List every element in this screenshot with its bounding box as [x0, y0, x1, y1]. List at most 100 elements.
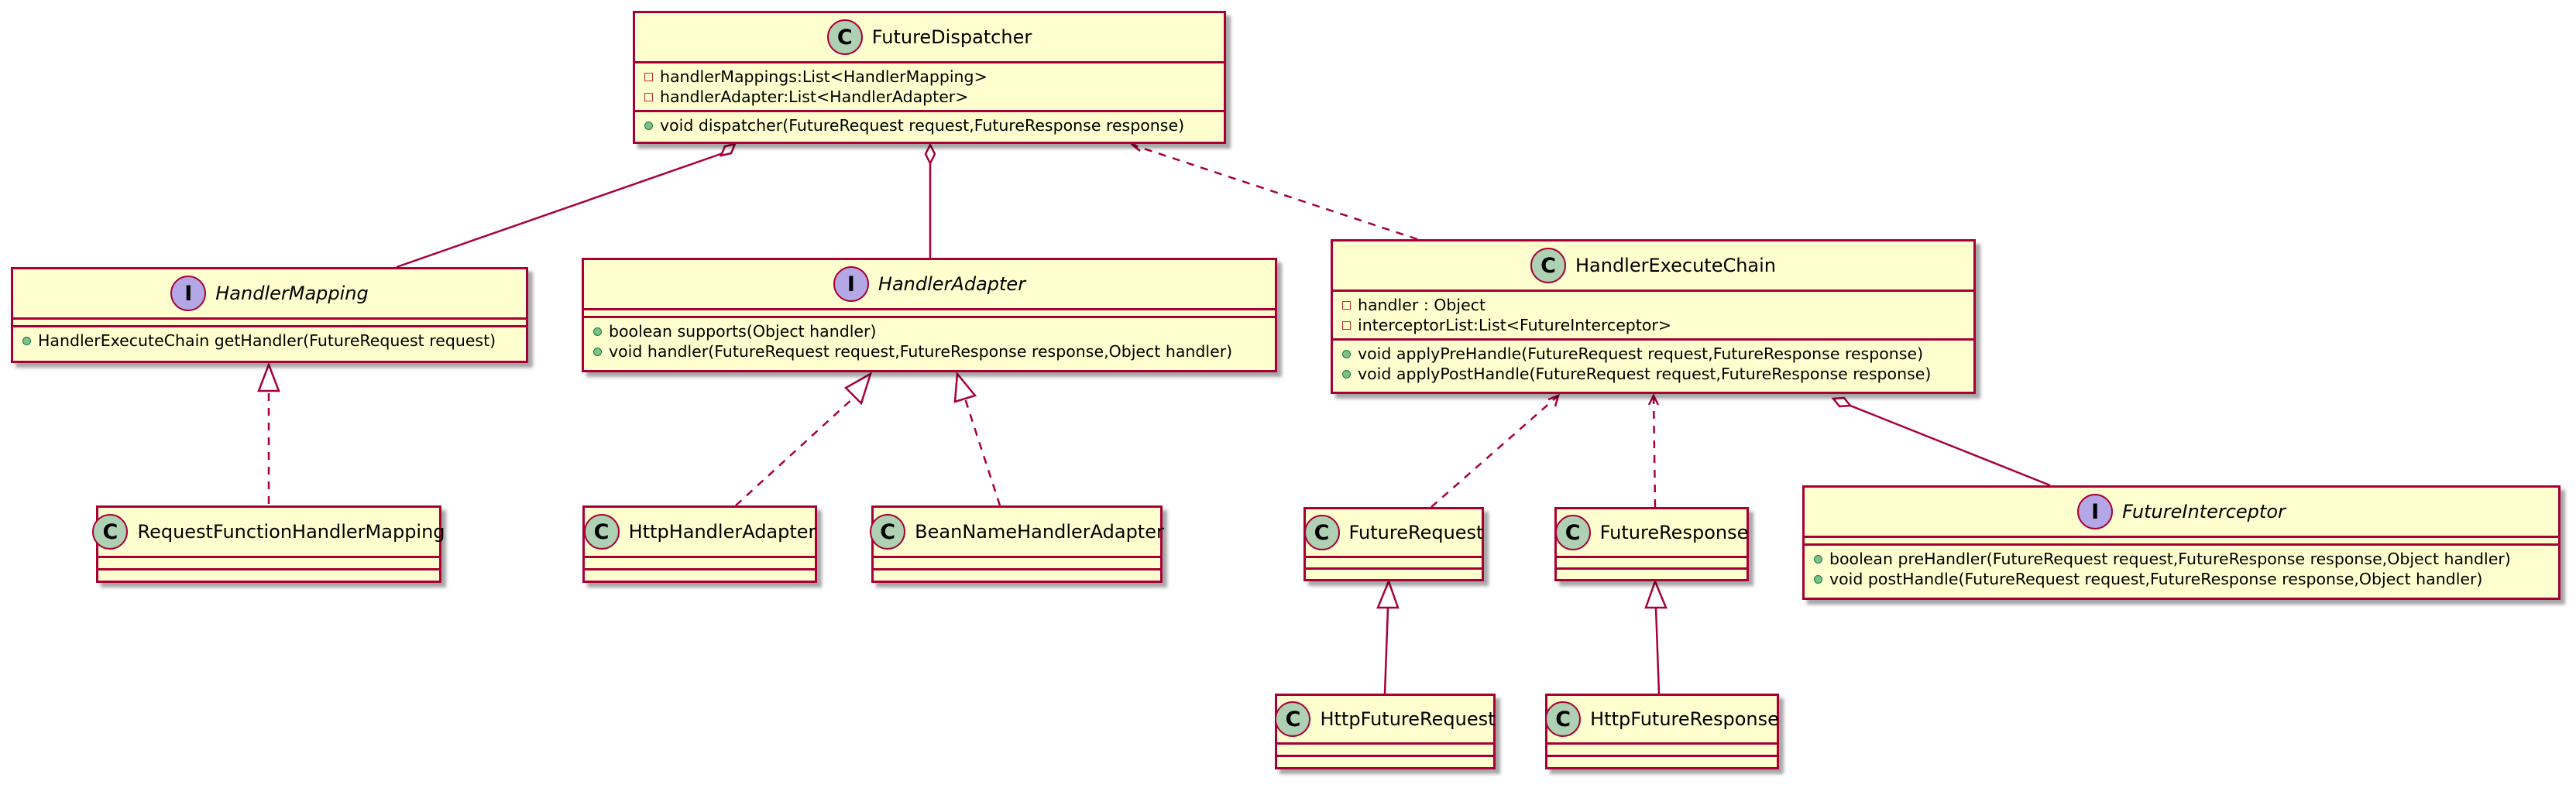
interface-name: HandlerMapping — [215, 283, 369, 304]
interface-handlermapping[interactable]: I HandlerMapping HandlerExecuteChain get… — [11, 267, 528, 363]
public-icon — [593, 347, 602, 356]
aggregation-diamond-icon — [719, 142, 737, 157]
methods-section — [1277, 755, 1493, 767]
public-icon — [22, 336, 31, 345]
class-name: HttpHandlerAdapter — [628, 521, 816, 543]
class-badge-icon: C — [1275, 701, 1311, 737]
class-badge-icon: C — [583, 514, 620, 550]
interface-handleradapter[interactable]: I HandlerAdapter boolean supports(Object… — [582, 258, 1277, 372]
class-beannamehandleradapter[interactable]: C BeanNameHandlerAdapter — [870, 505, 1164, 583]
method-row: boolean supports(Object handler) — [593, 321, 1266, 341]
field-row: handler : Object — [1342, 295, 1964, 315]
generalization-triangle-icon — [1376, 578, 1400, 609]
public-icon — [1814, 574, 1822, 584]
class-name: BeanNameHandlerAdapter — [915, 521, 1164, 543]
methods-section — [585, 568, 815, 581]
generalization-triangle-icon — [1644, 578, 1668, 609]
dependency-futureresponse-chain — [1652, 395, 1657, 508]
methods-section: void dispatcher(FutureRequest request,Fu… — [635, 110, 1224, 139]
methods-section — [1306, 567, 1482, 579]
fields-section — [1805, 536, 2558, 543]
aggregation-diamond-icon — [1831, 396, 1853, 408]
interface-badge-icon: I — [170, 276, 207, 311]
dependency-chain-dispatcher — [1132, 143, 1418, 241]
class-name: FutureResponse — [1599, 522, 1749, 543]
class-badge-icon: C — [826, 19, 863, 55]
class-httpfuturerequest[interactable]: C HttpFutureRequest — [1275, 694, 1496, 769]
private-icon — [644, 92, 653, 101]
class-requestfunctionhandlermapping[interactable]: C RequestFunctionHandlerMapping — [92, 505, 445, 583]
methods-section — [1557, 567, 1747, 579]
class-name: HttpFutureRequest — [1320, 708, 1496, 730]
class-badge-icon: C — [92, 514, 129, 550]
class-badge-icon: C — [1545, 701, 1582, 737]
class-name: HandlerExecuteChain — [1575, 255, 1777, 276]
private-icon — [644, 72, 653, 81]
methods-section: boolean preHandler(FutureRequest request… — [1805, 543, 2558, 592]
method-row: void handler(FutureRequest request,Futur… — [593, 341, 1266, 361]
fields-section — [584, 308, 1275, 316]
public-icon — [644, 121, 653, 130]
fields-section — [98, 556, 439, 568]
method-row: void postHandle(FutureRequest request,Fu… — [1814, 569, 2549, 589]
private-icon — [1342, 300, 1351, 310]
fields-section — [1306, 556, 1482, 567]
methods-section: boolean supports(Object handler) void ha… — [584, 316, 1275, 365]
realization-triangle-icon — [843, 372, 873, 406]
aggregation-diamond-icon — [924, 142, 936, 166]
class-name: FutureRequest — [1348, 522, 1484, 543]
public-icon — [593, 327, 602, 336]
methods-section: void applyPreHandle(FutureRequest reques… — [1333, 338, 1973, 387]
method-row: void dispatcher(FutureRequest request,Fu… — [644, 115, 1214, 135]
class-httpfutureresponse[interactable]: C HttpFutureResponse — [1545, 694, 1779, 769]
dependency-arrowhead-icon — [1647, 393, 1660, 406]
class-futureresponse[interactable]: C FutureResponse — [1554, 507, 1749, 581]
dependency-arrowhead-icon — [1547, 393, 1560, 407]
fields-section — [1557, 556, 1747, 567]
method-row: void applyPreHandle(FutureRequest reques… — [1342, 344, 1964, 364]
class-handlerexecutechain[interactable]: C HandlerExecuteChain handler : Object i… — [1331, 239, 1976, 394]
field-row: handlerMappings:List<HandlerMapping> — [644, 67, 1214, 87]
public-icon — [1814, 554, 1822, 564]
fields-section — [13, 317, 526, 325]
class-badge-icon: C — [870, 514, 906, 550]
class-badge-icon: C — [1303, 515, 1340, 550]
interface-futureinterceptor[interactable]: I FutureInterceptor boolean preHandler(F… — [1802, 485, 2561, 600]
methods-section — [98, 568, 439, 581]
realization-beanname-handleradapter — [963, 398, 1001, 506]
private-icon — [1342, 320, 1351, 330]
class-name: FutureDispatcher — [871, 26, 1032, 48]
class-badge-icon: C — [1554, 515, 1591, 550]
fields-section — [1277, 742, 1493, 755]
class-badge-icon: C — [1530, 248, 1566, 283]
interface-badge-icon: I — [833, 266, 869, 302]
aggregation-dispatcher-handlermapping — [396, 151, 726, 269]
public-icon — [1342, 349, 1351, 358]
class-futurerequest[interactable]: C FutureRequest — [1303, 507, 1484, 581]
fields-section — [585, 556, 815, 568]
interface-name: FutureInterceptor — [2122, 501, 2286, 522]
methods-section — [874, 568, 1160, 581]
class-futuredispatcher[interactable]: C FutureDispatcher handlerMappings:List<… — [633, 11, 1226, 144]
fields-section — [874, 556, 1160, 568]
fields-section: handler : Object interceptorList:List<Fu… — [1333, 290, 1973, 338]
methods-section: HandlerExecuteChain getHandler(FutureReq… — [13, 325, 526, 354]
class-httphandleradapter[interactable]: C HttpHandlerAdapter — [582, 505, 817, 583]
field-row: interceptorList:List<FutureInterceptor> — [1342, 315, 1964, 335]
fields-section — [1547, 742, 1777, 755]
generalization-httpfutureresponse — [1654, 607, 1661, 694]
realization-httphandleradapter — [735, 396, 855, 506]
method-row: void applyPostHandle(FutureRequest reque… — [1342, 364, 1964, 384]
aggregation-chain-interceptor — [1850, 404, 2051, 487]
class-name: RequestFunctionHandlerMapping — [137, 521, 445, 543]
realization-triangle-icon — [257, 361, 280, 392]
interface-name: HandlerAdapter — [878, 273, 1026, 295]
dependency-futurerequest-chain — [1431, 395, 1559, 508]
realization-triangle-icon — [953, 371, 977, 403]
fields-section: handlerMappings:List<HandlerMapping> han… — [635, 61, 1224, 110]
class-name: HttpFutureResponse — [1590, 708, 1779, 730]
public-icon — [1342, 369, 1351, 379]
interface-badge-icon: I — [2077, 494, 2114, 529]
method-row: boolean preHandler(FutureRequest request… — [1814, 549, 2549, 569]
